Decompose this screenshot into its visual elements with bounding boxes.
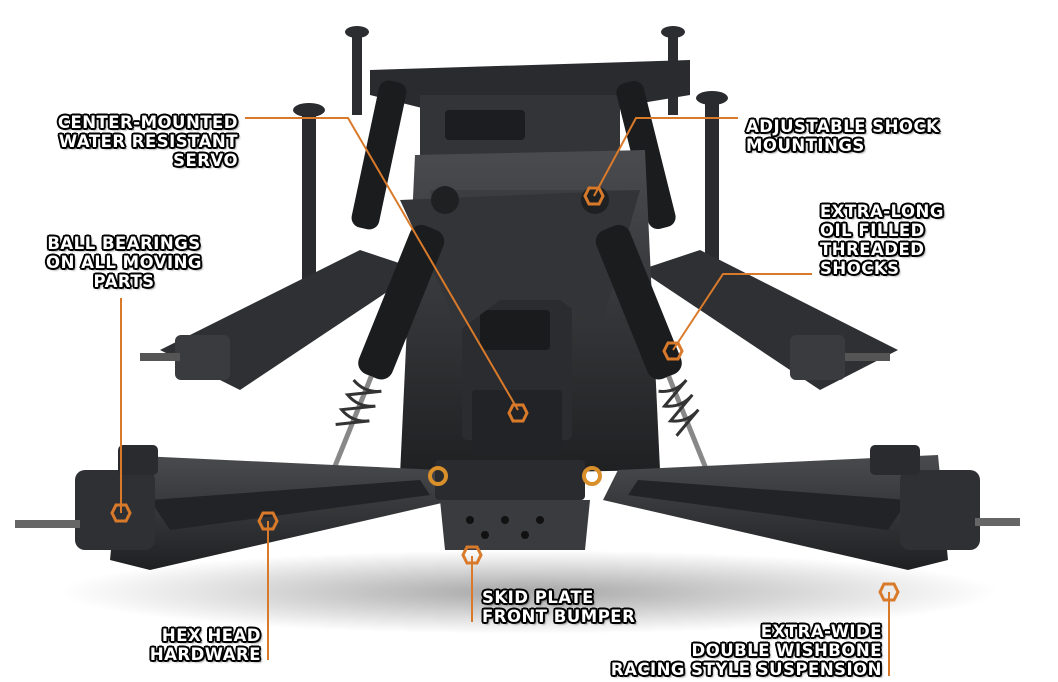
ground-shadow (59, 550, 999, 634)
callout-label-servo: CENTER-MOUNTED WATER RESISTANT SERVO (58, 113, 238, 170)
callout-line-shocks (672, 273, 812, 351)
callout-line: SHOCKS (820, 259, 900, 278)
callout-line: EXTRA-WIDE (760, 622, 882, 641)
hex-marker-hex-icon (257, 511, 279, 531)
callout-label-shocks: EXTRA-LONG OIL FILLED THREADED SHOCKS (820, 202, 944, 278)
callout-line: MOUNTINGS (746, 136, 865, 155)
callout-line: RACING STYLE SUSPENSION (610, 660, 882, 679)
hex-marker-shocks-icon (662, 341, 684, 361)
callout-line: ADJUSTABLE SHOCK (746, 117, 940, 136)
rear-shocks (351, 80, 676, 230)
hex-marker-shock-mount-icon (583, 186, 605, 206)
rear-arms (140, 250, 898, 390)
callout-label-skid: SKID PLATE FRONT BUMPER (482, 588, 635, 626)
callout-line: HEX HEAD (161, 626, 261, 645)
callout-line: ON ALL MOVING (46, 253, 202, 272)
callout-line: FRONT BUMPER (482, 607, 636, 626)
callout-line: SKID PLATE (482, 588, 594, 607)
callout-lines (120, 117, 890, 676)
front-wishbones (110, 455, 948, 570)
front-shocks (331, 224, 709, 471)
callout-line-shock-mount (593, 117, 738, 197)
hex-marker-bearings-icon (110, 503, 132, 523)
callout-line: OIL FILLED (820, 221, 925, 240)
hex-markers (110, 186, 900, 602)
callout-line: THREADED (820, 240, 925, 259)
hex-marker-skid-icon (461, 545, 483, 565)
hex-marker-wishbone-icon (878, 582, 900, 602)
callout-line: PARTS (93, 272, 155, 291)
callout-line: SERVO (173, 151, 238, 170)
callout-line: WATER RESISTANT (58, 132, 238, 151)
callout-label-shock-mount: ADJUSTABLE SHOCK MOUNTINGS (746, 117, 939, 155)
callout-label-wishbone: EXTRA-WIDE DOUBLE WISHBONE RACING STYLE … (611, 622, 882, 679)
front-bumper (428, 460, 602, 550)
front-body-posts (293, 91, 728, 320)
callout-label-hex: HEX HEAD HARDWARE (150, 626, 261, 664)
callout-line: BALL BEARINGS (47, 234, 201, 253)
callout-line: HARDWARE (149, 645, 261, 664)
callout-line: EXTRA-LONG (820, 202, 944, 221)
callout-line-servo (245, 117, 519, 411)
callout-line: CENTER-MOUNTED (57, 113, 238, 132)
callout-label-bearings: BALL BEARINGS ON ALL MOVING PARTS (26, 234, 222, 291)
callout-line: DOUBLE WISHBONE (691, 641, 882, 660)
hex-marker-servo-icon (507, 403, 529, 423)
front-hubs (15, 445, 1020, 550)
